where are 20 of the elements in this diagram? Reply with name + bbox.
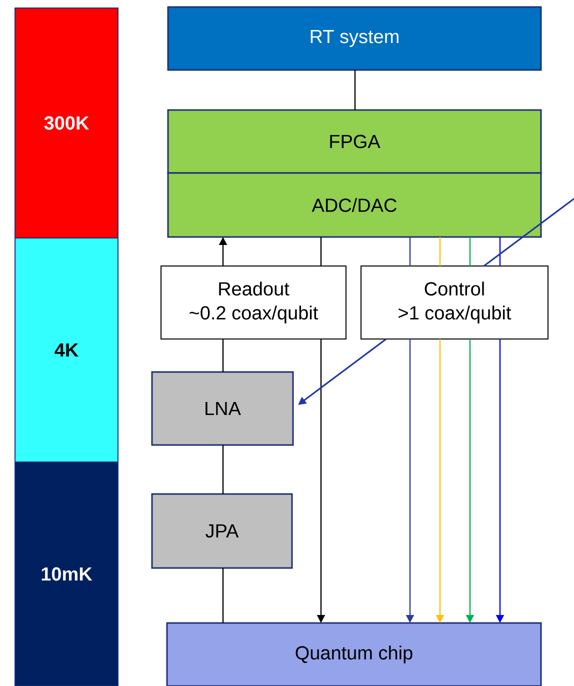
connector-line	[439, 237, 441, 266]
connector-line	[499, 237, 501, 266]
note-box: Control >1 coax/qubit	[360, 266, 548, 340]
converter-box: ADC/DAC	[167, 172, 542, 238]
connector-line	[222, 339, 224, 372]
temperature-band: 10mK	[14, 462, 118, 686]
amplifier-box: LNA	[151, 371, 294, 446]
process-box: FPGA	[167, 109, 542, 174]
chip-box: Quantum chip	[166, 622, 542, 686]
temperature-band: 4K	[14, 238, 118, 462]
system-box: RT system	[167, 6, 542, 71]
connector-line	[320, 237, 322, 266]
amplifier-box: JPA	[151, 493, 293, 569]
connector-line	[222, 568, 224, 623]
connector-line	[222, 445, 224, 494]
temperature-band: 300K	[14, 8, 118, 238]
connector-line	[469, 237, 471, 266]
note-box: Readout ~0.2 coax/qubit	[160, 266, 346, 340]
connector-line	[354, 70, 356, 110]
connector-line	[409, 237, 411, 266]
